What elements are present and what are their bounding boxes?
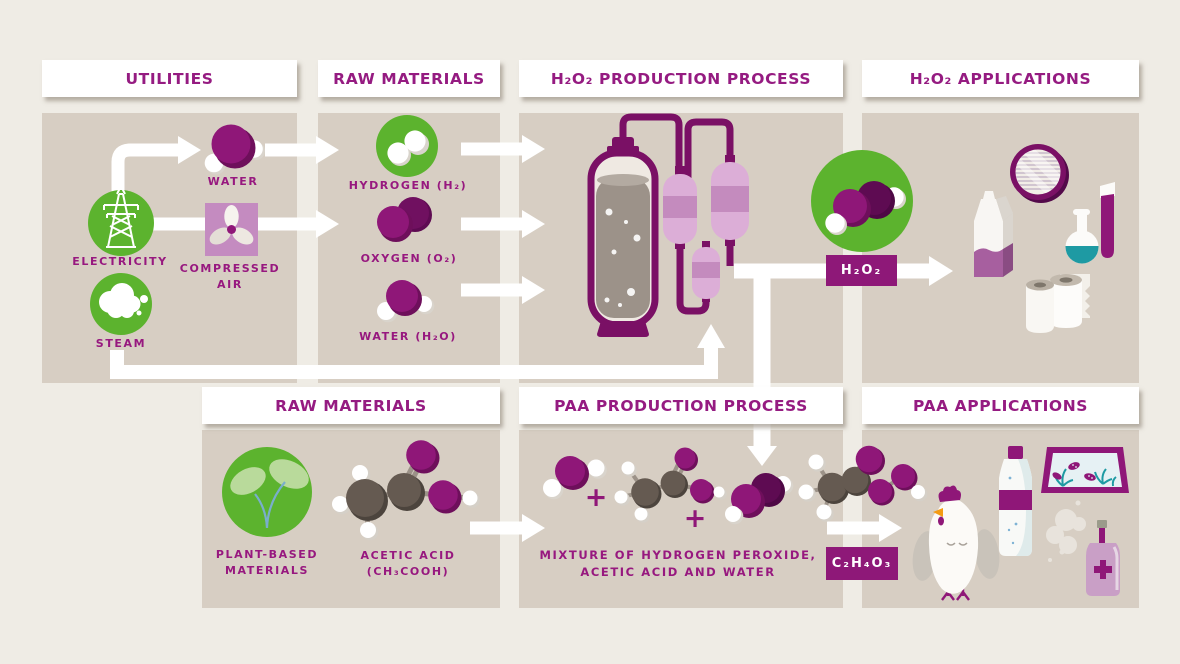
plant-materials-label: PLANT-BASED MATERIALS (216, 547, 318, 579)
steam-icon (90, 273, 152, 335)
hydrogen-to-process-arrow (461, 135, 545, 163)
water-to-hydrogen-arrow (265, 136, 339, 164)
electricity-to-water-arrow (111, 136, 201, 232)
plant-materials-label-line1: PLANT-BASED (215, 548, 319, 561)
acetic-to-paa-arrow (470, 514, 545, 542)
electricity-label: ELECTRICITY (72, 255, 168, 268)
aquarium-icon (1041, 447, 1129, 493)
oxygen-molecule-icon (377, 197, 432, 242)
plant-icon (222, 447, 312, 537)
chicken-icon (912, 485, 1000, 601)
plant-materials-label-line2: MATERIALS (224, 563, 310, 577)
utilities-header: UTILITIES (42, 60, 297, 97)
paa-output-arrow (827, 514, 902, 542)
plus-sign-1: + (584, 482, 608, 513)
c2h4o3-badge: C₂H₄O₃ (826, 547, 898, 580)
plus-sign-2: + (683, 503, 707, 534)
textile-icon (1010, 144, 1069, 203)
milk-carton-icon (974, 191, 1013, 277)
water-molecule-paa (543, 456, 607, 500)
paa-applications-header: PAA APPLICATIONS (862, 387, 1139, 424)
paper-rolls-icon (1026, 274, 1090, 333)
lab-glassware-icon (1065, 182, 1115, 264)
water-molecule-raw (377, 280, 435, 323)
acetic-acid-label-line1: ACETIC ACID (360, 549, 456, 562)
water-bottle-icon (999, 446, 1032, 556)
steam-recycle-arrow (110, 324, 725, 379)
paa-process-header: PAA PRODUCTION PROCESS (519, 387, 843, 424)
acetic-acid-molecule-small (614, 447, 727, 523)
h2o2-to-paa-arrow (747, 274, 777, 466)
oxygen-to-process-arrow (461, 210, 545, 238)
electricity-icon (88, 183, 154, 256)
mixture-label-line2: ACETIC ACID AND WATER (580, 564, 776, 579)
compressed-air-icon (205, 203, 258, 256)
oxygen-label: OXYGEN (O₂) (360, 252, 458, 265)
mixture-label: MIXTURE OF HYDROGEN PEROXIDE, ACETIC ACI… (540, 547, 817, 580)
disinfectant-spray-icon (1046, 500, 1120, 596)
reactor-assembly (587, 113, 749, 337)
steam-label: STEAM (95, 337, 147, 350)
acetic-acid-label-line2: (CH₃COOH) (366, 564, 450, 578)
raw-materials-top-header: RAW MATERIALS (318, 60, 500, 97)
hydrogen-label: HYDROGEN (H₂) (348, 179, 468, 192)
water-label: WATER (207, 175, 259, 188)
compressed-air-label-line1: COMPRESSED (179, 262, 281, 275)
compressed-air-label-line2: AIR (217, 277, 243, 291)
acetic-acid-molecule (332, 440, 480, 541)
acetic-acid-label: ACETIC ACID (CH₃COOH) (360, 548, 455, 580)
hydrogen-molecule-icon (376, 115, 438, 177)
water-molecule-utilities (204, 124, 265, 175)
h2o2-badge: H₂O₂ (826, 255, 897, 286)
h2o2-molecule-icon (811, 150, 913, 252)
water-h2o-label: WATER (H₂O) (359, 330, 457, 343)
peracetic-acid-molecule (798, 445, 928, 522)
h2o2-applications-header: H₂O₂ APPLICATIONS (862, 60, 1139, 97)
h2o2-molecule-paa (725, 473, 794, 525)
raw-materials-bottom-header: RAW MATERIALS (202, 387, 500, 424)
water-to-process-arrow (461, 276, 545, 304)
mixture-label-line1: MIXTURE OF HYDROGEN PEROXIDE, (539, 548, 817, 562)
h2o2-process-header: H₂O₂ PRODUCTION PROCESS (519, 60, 843, 97)
compressed-air-label: COMPRESSED AIR (180, 261, 280, 293)
